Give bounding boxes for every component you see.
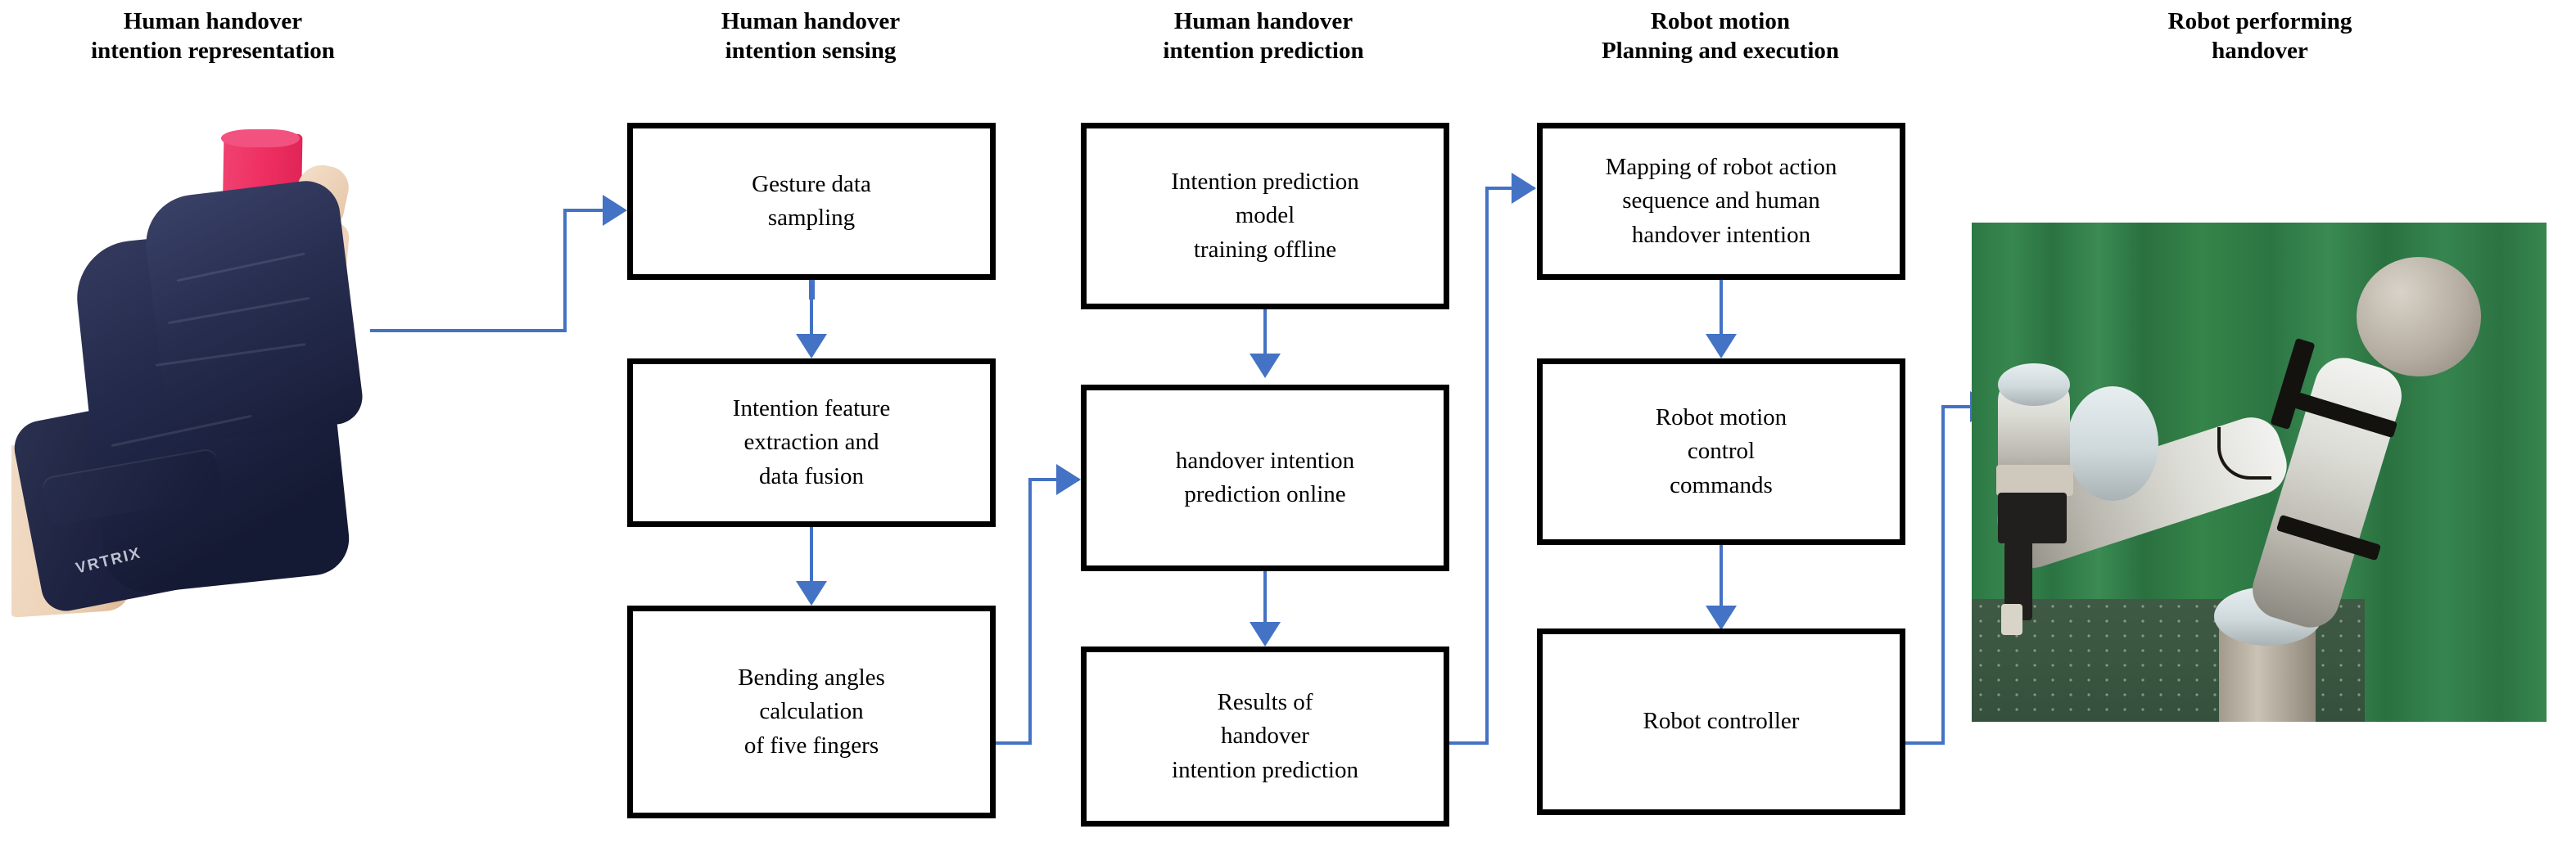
connector-bending-to-online-horizontal <box>996 741 1032 745</box>
connector-online-to-results-line <box>1263 571 1267 625</box>
arrow-into-prediction-online-top <box>1250 354 1281 378</box>
box-robot-controller-label: Robot controller <box>1643 708 1800 735</box>
arrow-into-action-mapping <box>1512 173 1536 204</box>
connector-controller-to-robot-horizontal <box>1905 741 1945 745</box>
arrow-into-bending-angles <box>796 581 827 606</box>
connector-training-to-online-line <box>1263 309 1267 355</box>
arrow-into-robot-controller <box>1706 606 1737 630</box>
connector-hand-to-sampling-vertical <box>563 210 567 332</box>
box-action-mapping[interactable]: Mapping of robot action sequence and hum… <box>1537 123 1905 280</box>
robot-gripper-finger-tip <box>2001 604 2022 635</box>
robot-cable <box>2217 427 2271 480</box>
box-model-training-offline-label: Intention prediction model training offl… <box>1171 169 1359 263</box>
column-header-prediction: Human handover intention prediction <box>1163 8 1364 65</box>
box-gesture-data-sampling-label: Gesture data sampling <box>752 170 871 231</box>
connector-controller-to-robot-vertical <box>1941 405 1945 743</box>
connector-hand-to-sampling-horizontal <box>370 329 567 332</box>
connector-commands-to-controller-line <box>1720 545 1723 610</box>
box-prediction-online[interactable]: handover intention prediction online <box>1081 385 1449 571</box>
box-prediction-online-label: handover intention prediction online <box>1175 447 1355 507</box>
robot-tool-flange <box>1996 465 2073 496</box>
box-gesture-data-sampling[interactable]: Gesture data sampling <box>627 123 996 280</box>
gloved-hand-photo: VRTRIX <box>11 90 372 696</box>
box-prediction-results[interactable]: Results of handover intention prediction <box>1081 647 1449 827</box>
box-robot-controller[interactable]: Robot controller <box>1537 628 1905 815</box>
arrow-into-prediction-results <box>1250 622 1281 647</box>
connector-results-to-mapping-lead <box>1485 187 1534 190</box>
connector-bending-to-online-lead <box>1028 478 1079 481</box>
column-header-sensing: Human handover intention sensing <box>721 8 901 65</box>
box-intention-feature-extraction-label: Intention feature extraction and data fu… <box>732 395 891 489</box>
connector-bending-to-online-vertical <box>1028 478 1032 743</box>
robot-elbow-joint <box>2067 386 2158 501</box>
robot-gripper-body <box>1998 493 2067 543</box>
box-intention-feature-extraction[interactable]: Intention feature extraction and data fu… <box>627 358 996 527</box>
robot-arm-photo <box>1972 223 2547 722</box>
pink-cylinder-top <box>221 129 300 147</box>
arrow-into-prediction-online <box>1056 464 1081 495</box>
connector-results-to-mapping-horizontal <box>1449 741 1489 745</box>
connector-sampling-to-feature-line <box>810 280 813 336</box>
arrow-into-intention-feature-extraction <box>796 334 827 358</box>
robot-shoulder-joint <box>2357 257 2481 376</box>
connector-controller-to-robot-lead <box>1941 405 1982 408</box>
box-motion-control-commands[interactable]: Robot motion control commands <box>1537 358 1905 545</box>
connector-hand-to-sampling-lead <box>563 209 614 212</box>
box-bending-angles[interactable]: Bending angles calculation of five finge… <box>627 606 996 818</box>
box-motion-control-commands-label: Robot motion control commands <box>1655 404 1787 498</box>
column-header-execution: Robot performing handover <box>2167 8 2352 65</box>
connector-feature-to-bending-line <box>810 527 813 584</box>
arrow-into-gesture-data-sampling <box>603 195 627 226</box>
glove-fingers <box>140 177 366 445</box>
arrow-into-motion-control-commands <box>1706 334 1737 358</box>
box-bending-angles-label: Bending angles calculation of five finge… <box>738 665 885 759</box>
connector-results-to-mapping-vertical <box>1485 187 1489 743</box>
box-action-mapping-label: Mapping of robot action sequence and hum… <box>1605 154 1837 248</box>
connector-mapping-to-commands-line <box>1720 280 1723 336</box>
column-header-planning: Robot motion Planning and execution <box>1601 8 1840 65</box>
column-header-representation: Human handover intention representation <box>91 8 335 65</box>
robot-wrist-joint <box>1998 363 2070 406</box>
box-prediction-results-label: Results of handover intention prediction <box>1172 689 1358 783</box>
box-model-training-offline[interactable]: Intention prediction model training offl… <box>1081 123 1449 309</box>
